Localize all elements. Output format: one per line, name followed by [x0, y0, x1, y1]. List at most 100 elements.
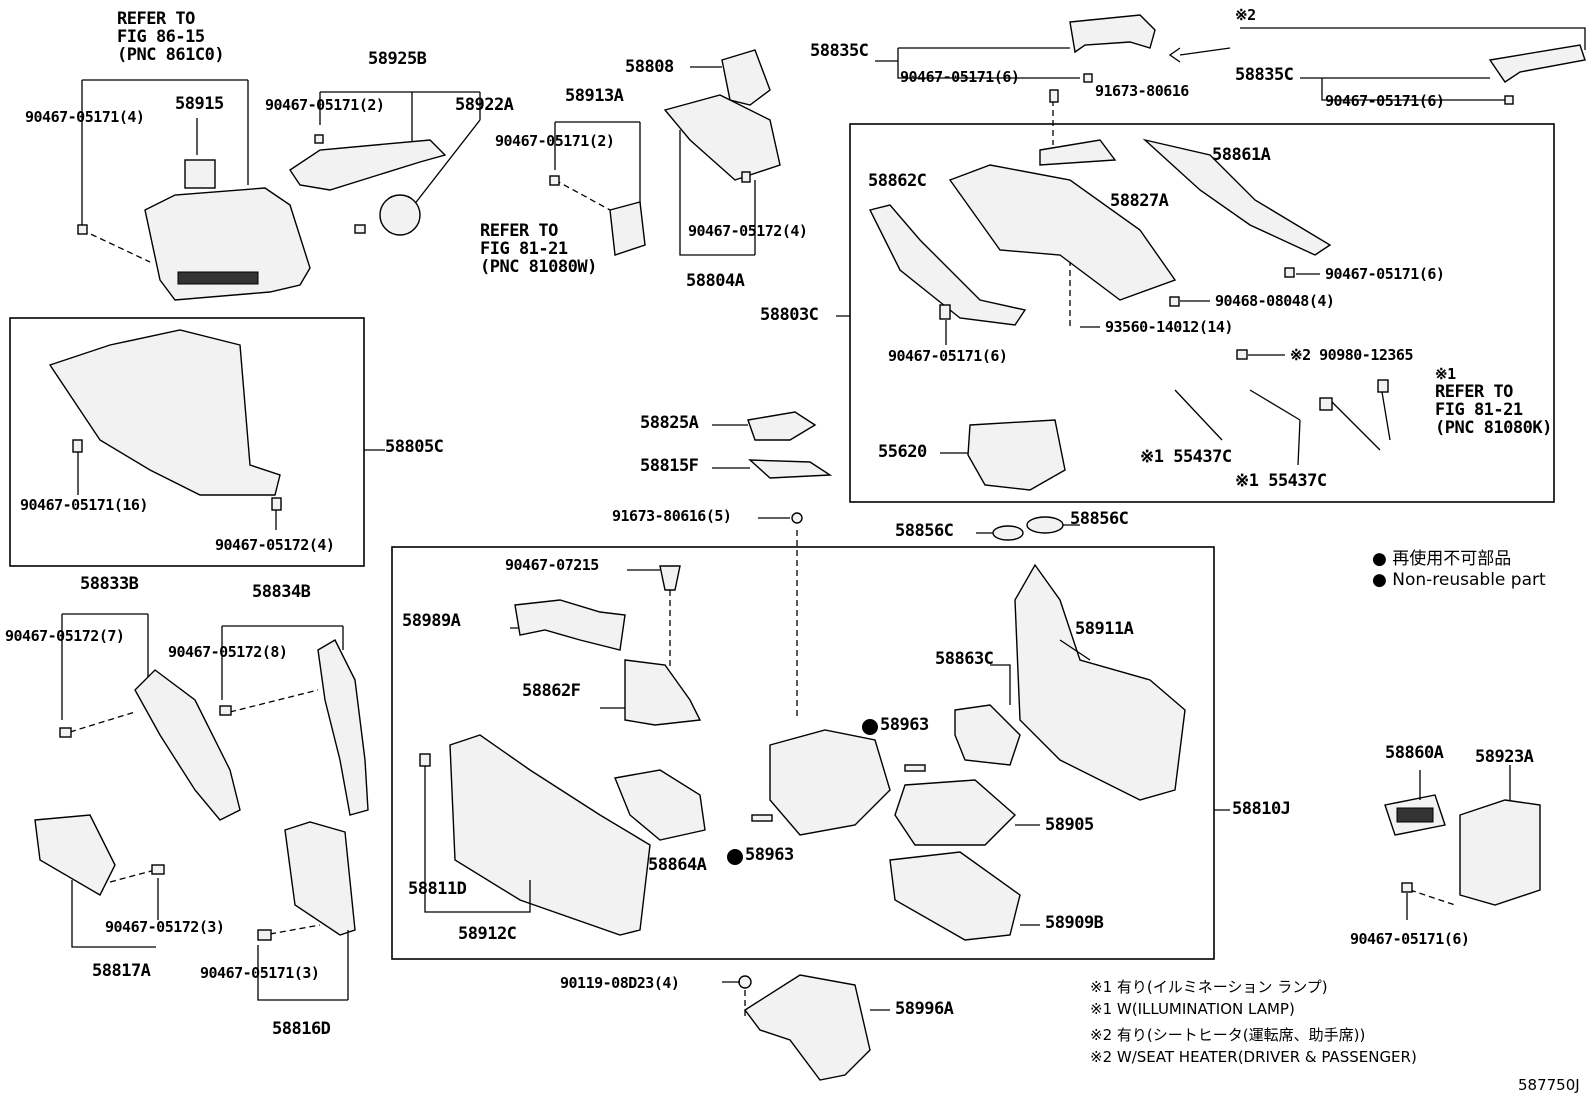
box-58803C [849, 123, 1555, 503]
label-58963-b: 58963 [745, 845, 794, 865]
part-58925B [289, 139, 447, 191]
label-58864A: 58864A [648, 855, 707, 875]
note-1-jp: ※1 有り(イルミネーション ランプ) [1090, 978, 1328, 996]
label-90467-6a: 90467-05171(6) [900, 68, 1020, 86]
label-58989A: 58989A [402, 611, 461, 631]
label-58862F: 58862F [522, 681, 581, 701]
label-58834B: 58834B [252, 582, 311, 602]
ref-line: (PNC 81080W) [480, 257, 597, 277]
part-58827A [1039, 139, 1117, 166]
label-90467-05172-3: 90467-05172(3) [105, 918, 225, 936]
label-55620: 55620 [878, 442, 927, 462]
ref-line: REFER TO [117, 9, 195, 29]
part-58833B [134, 669, 241, 821]
part-58835C-right [1488, 44, 1586, 83]
ref-label-81080K: ※1 REFER TO FIG 81-21 (PNC 81080K) [1435, 365, 1552, 437]
legend-jp: ● 再使用不可部品 [1372, 549, 1512, 569]
box-58810J [391, 546, 1215, 960]
part-58922A [379, 194, 421, 236]
label-90980: ※2 90980-12365 [1290, 346, 1413, 364]
ref-line: (PNC 861C0) [117, 45, 225, 65]
part-58816D [284, 821, 356, 936]
part-58913A [609, 201, 646, 256]
part-58911A [1014, 563, 1186, 801]
label-90467-2b: 90467-05171(2) [495, 132, 615, 150]
label-90467-05172-4a: 90467-05172(4) [688, 222, 808, 240]
label-58833B: 58833B [80, 574, 139, 594]
label-90467-16: 90467-05171(16) [20, 496, 148, 514]
ref-label-86-15: REFER TO FIG 86-15 (PNC 861C0) [117, 9, 225, 65]
label-58996A: 58996A [895, 999, 954, 1019]
label-58963-a: 58963 [880, 715, 929, 735]
part-55620 [967, 419, 1066, 491]
label-star2: ※2 [1235, 6, 1256, 24]
part-console-frame [769, 729, 891, 836]
label-58923A: 58923A [1475, 747, 1534, 767]
label-58835C-b: 58835C [1235, 65, 1294, 85]
label-93560: 93560-14012(14) [1105, 318, 1233, 336]
label-58862C: 58862C [868, 171, 927, 191]
label-90467-6b: 90467-05171(6) [1325, 92, 1445, 110]
label-58863C: 58863C [935, 649, 994, 669]
label-58803C: 58803C [760, 305, 819, 325]
label-55437C-a: ※1 55437C [1140, 447, 1232, 467]
label-58815F: 58815F [640, 456, 699, 476]
part-58862F [624, 659, 702, 726]
part-58804A [663, 94, 781, 181]
label-58913A: 58913A [565, 86, 624, 106]
part-58815F [748, 459, 833, 479]
label-58805C: 58805C [385, 437, 444, 457]
label-58827A: 58827A [1110, 191, 1169, 211]
label-90467-4: 90467-05171(4) [25, 108, 145, 126]
label-91673-5: 91673-80616(5) [612, 507, 732, 525]
label-90467-07215: 90467-07215 [505, 556, 599, 574]
label-90467-05172-7: 90467-05172(7) [5, 627, 125, 645]
label-58811D: 58811D [408, 879, 467, 899]
ref-line: REFER TO [1435, 382, 1513, 402]
box-58805C [9, 317, 365, 567]
part-58912C [449, 734, 651, 936]
label-90468: 90468-08048(4) [1215, 292, 1335, 310]
label-90467-6d: 90467-05171(6) [888, 347, 1008, 365]
label-90467-6e: 90467-05171(6) [1350, 930, 1470, 948]
part-58909B [889, 851, 1021, 941]
part-58864A [614, 769, 706, 841]
part-58808 [721, 49, 771, 106]
part-58803C-panel [948, 164, 1177, 301]
label-58925B: 58925B [368, 49, 427, 69]
label-58915: 58915 [175, 94, 224, 114]
label-58856C-b: 58856C [1070, 509, 1129, 529]
part-58834B [317, 639, 369, 816]
label-90119: 90119-08D23(4) [560, 974, 680, 992]
label-58835C-a: 58835C [810, 41, 869, 61]
label-90467-6c: 90467-05171(6) [1325, 265, 1445, 283]
label-55437C-b: ※1 55437C [1235, 471, 1327, 491]
part-58863C [954, 704, 1021, 766]
part-58817A [34, 814, 116, 896]
label-90467-05172-8: 90467-05172(8) [168, 643, 288, 661]
note-2-jp: ※2 有り(シートヒータ(運転席、助手席)) [1090, 1026, 1366, 1044]
legend-en: ● Non-reusable part [1372, 570, 1546, 590]
part-58915 [184, 159, 216, 189]
part-58923A [1459, 799, 1541, 906]
note-1-en: ※1 W(ILLUMINATION LAMP) [1090, 1000, 1295, 1018]
ref-line: FIG 86-15 [117, 27, 205, 47]
ref-line: ※1 [1435, 365, 1456, 383]
label-58856C-a: 58856C [895, 521, 954, 541]
part-58861A [1142, 138, 1332, 256]
label-90467-3: 90467-05171(3) [200, 964, 320, 982]
label-58905: 58905 [1045, 815, 1094, 835]
part-58905 [894, 779, 1017, 846]
label-58860A: 58860A [1385, 743, 1444, 763]
label-58912C: 58912C [458, 924, 517, 944]
ref-line: FIG 81-21 [1435, 400, 1523, 420]
legend-en-text: Non-reusable part [1392, 570, 1546, 590]
label-58825A: 58825A [640, 413, 699, 433]
part-58805C [48, 329, 281, 496]
part-58862C [868, 204, 1027, 326]
note-2-en: ※2 W/SEAT HEATER(DRIVER & PASSENGER) [1090, 1048, 1417, 1066]
label-58911A: 58911A [1075, 619, 1134, 639]
ref-label-81-21: REFER TO FIG 81-21 (PNC 81080W) [480, 222, 597, 276]
